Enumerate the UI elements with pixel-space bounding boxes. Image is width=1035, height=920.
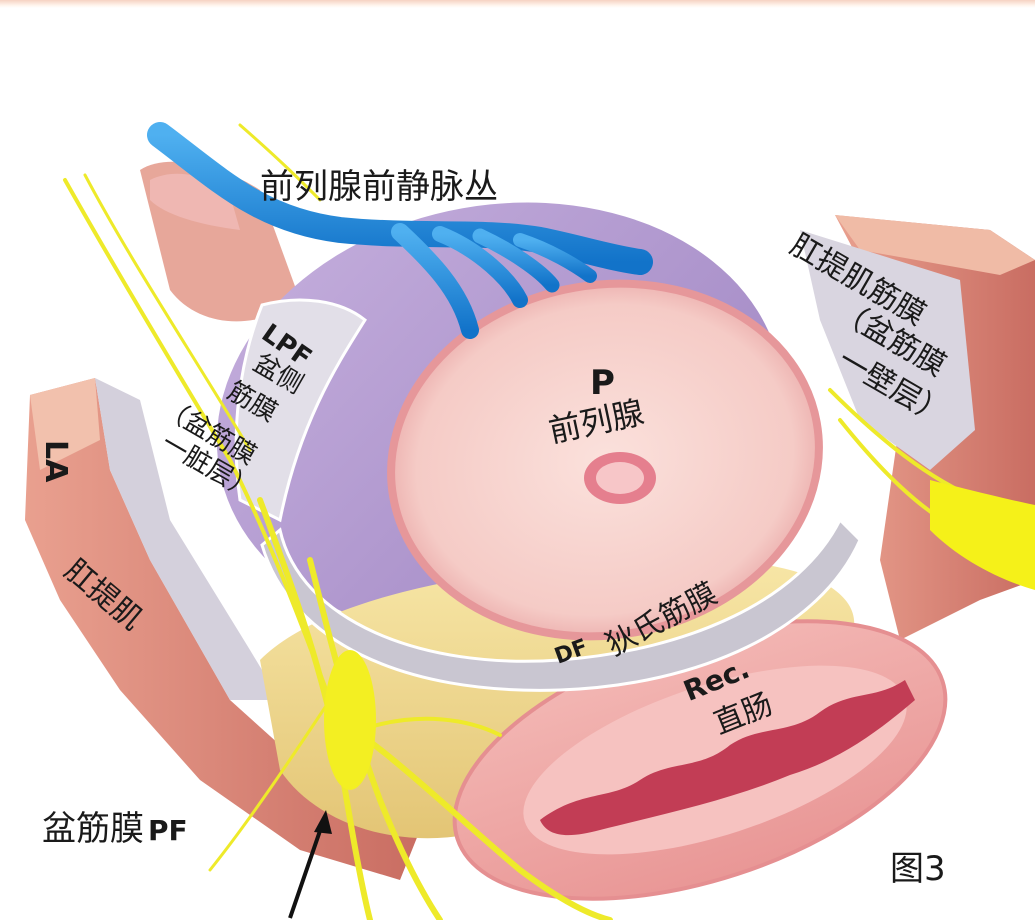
- venous-plexus: [147, 122, 653, 339]
- pelvic-plexus-right: [930, 480, 1035, 590]
- figure-caption: 图3: [890, 849, 946, 889]
- pointer-arrow: [288, 810, 332, 919]
- lpf-fascia-flap: [234, 298, 367, 523]
- label-la-abbr: LA: [38, 440, 73, 483]
- prostate-section: [387, 279, 823, 641]
- neurovascular-bundle: [324, 650, 376, 790]
- top-border-band: [0, 0, 1035, 8]
- label-pf-abbr: PF: [148, 814, 188, 847]
- label-prostate-abbr: P: [590, 363, 615, 403]
- rectum: [452, 619, 948, 901]
- denonvilliers-fascia-layer: [260, 517, 862, 692]
- label-pelvic-fascia-cn: 盆筋膜: [42, 809, 144, 849]
- label-venous-plexus: 前列腺前静脉丛: [260, 167, 498, 207]
- levator-ani-left: [25, 378, 420, 880]
